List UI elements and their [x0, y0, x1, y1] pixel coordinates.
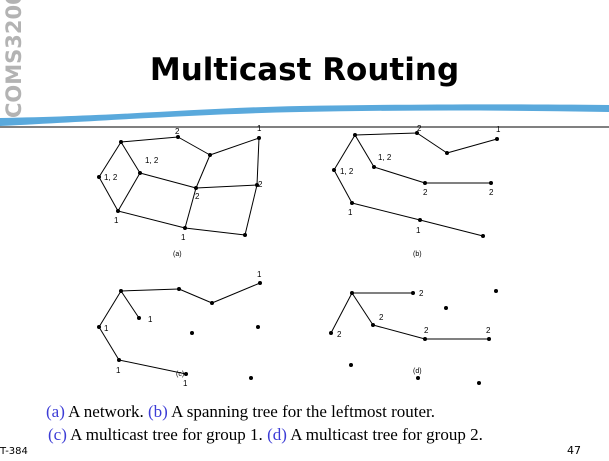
panel-c — [98, 282, 261, 375]
caption-line-1: (a) A network. (b) A spanning tree for t… — [46, 402, 435, 422]
panel-a-sublabel: (a) — [173, 251, 182, 258]
panel-c-label: 1 — [257, 270, 262, 279]
caption-c-label: (c) — [48, 425, 67, 444]
panel-a-nodes — [97, 135, 261, 237]
panel-c-sublabel: (c) — [176, 371, 184, 378]
slide-title: Multicast Routing — [149, 52, 460, 88]
panel-a-label: 1 — [114, 216, 119, 225]
panel-c-label: 1 — [116, 366, 121, 375]
panel-a-label: 1, 2 — [145, 156, 159, 165]
panel-d-labels: 2 2 2 2 2 (d) — [337, 289, 491, 375]
page-number: 47 — [567, 444, 581, 457]
panel-a-label: 2 — [258, 180, 263, 189]
panel-a-label: 2 — [175, 127, 180, 136]
caption-a-text: A network. — [64, 402, 148, 421]
panel-c-label: 1 — [104, 324, 109, 333]
panel-b-label: 1, 2 — [340, 167, 354, 176]
panel-c-label: 1 — [148, 315, 153, 324]
panel-c-labels: 1 1 1 1 1 (c) — [104, 270, 262, 388]
panel-d-label: 2 — [379, 313, 384, 322]
panel-d — [330, 292, 489, 340]
panel-b-label: 2 — [489, 188, 494, 197]
panel-a-label: 1 — [257, 124, 262, 133]
panel-b-labels: 2 1 1, 2 1, 2 2 2 1 1 (b) — [340, 124, 501, 258]
caption-a-label: (a) — [46, 402, 65, 421]
caption-c-text: A multicast tree for group 1. — [66, 425, 268, 444]
panel-a-label: 1 — [181, 233, 186, 242]
footer-left: T-384 — [0, 446, 28, 457]
panel-b-label: 1 — [496, 125, 501, 134]
caption-d-label: (d) — [267, 425, 287, 444]
caption-line-2: (c) A multicast tree for group 1. (d) A … — [48, 425, 483, 445]
title-divider — [0, 104, 609, 128]
panel-b — [333, 132, 498, 237]
panel-d-nodes — [329, 289, 498, 385]
caption-d-text: A multicast tree for group 2. — [286, 425, 483, 444]
panel-b-label: 2 — [417, 124, 422, 133]
panel-b-label: 2 — [423, 188, 428, 197]
panel-d-label: 2 — [337, 330, 342, 339]
panel-d-label: 2 — [419, 289, 424, 298]
caption-b-text: A spanning tree for the leftmost router. — [167, 402, 436, 421]
caption-b-label: (b) — [147, 402, 168, 421]
panel-b-label: 1 — [416, 226, 421, 235]
panel-b-nodes — [332, 131, 499, 238]
panel-b-label: 1, 2 — [378, 153, 392, 162]
panel-a-label: 2 — [195, 192, 200, 201]
panel-c-nodes — [97, 281, 262, 380]
panel-d-label: 2 — [424, 326, 429, 335]
panel-d-label: 2 — [486, 326, 491, 335]
panel-d-sublabel: (d) — [413, 368, 422, 375]
panel-a-label: 1, 2 — [104, 173, 118, 182]
panel-a-labels: 2 1 1, 2 1, 2 2 2 1 1 (a) — [104, 124, 263, 258]
panel-a — [98, 136, 260, 236]
panel-b-sublabel: (b) — [413, 251, 422, 258]
panel-b-label: 1 — [348, 208, 353, 217]
panel-c-label: 1 — [183, 379, 188, 388]
